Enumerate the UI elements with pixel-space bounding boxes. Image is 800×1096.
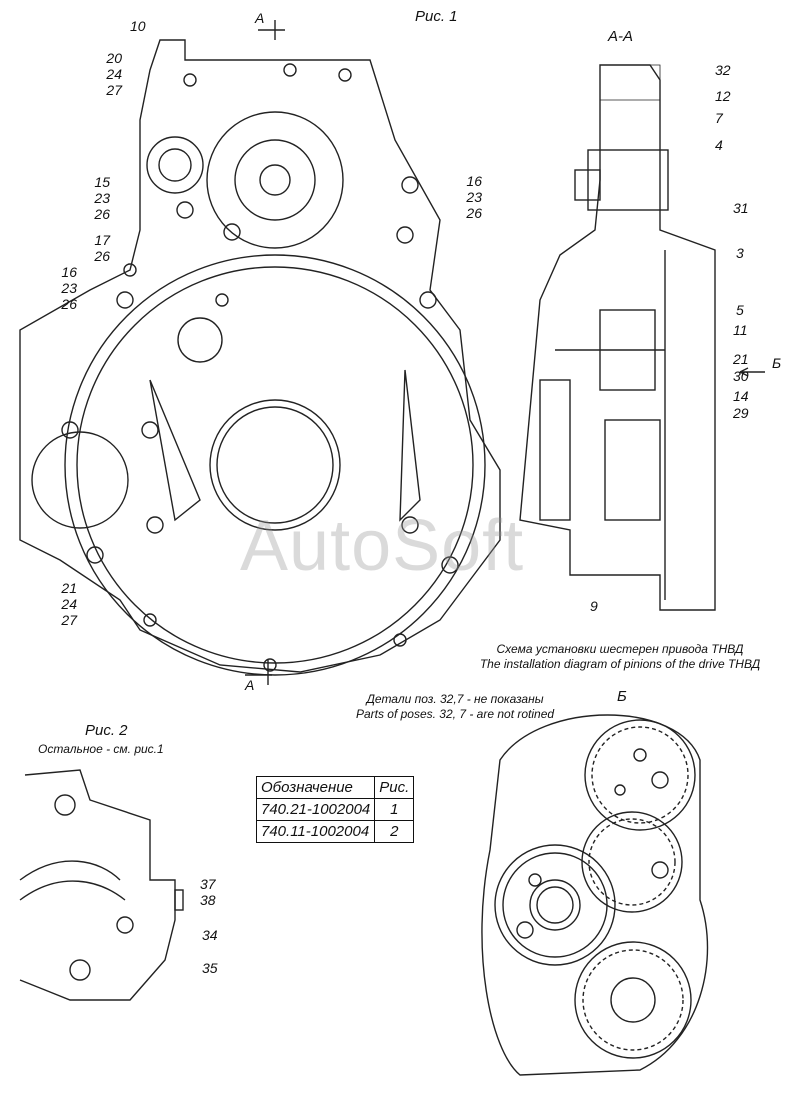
callout-32: 32 xyxy=(715,62,731,78)
callout-27: 27 xyxy=(61,612,77,628)
figure1-title: Рис. 1 xyxy=(415,8,458,25)
spec-table: Обозначение Рис. 740.21-1002004 1 740.11… xyxy=(255,776,415,843)
flywheel-housing-drawing xyxy=(19,20,501,685)
callout-17: 17 xyxy=(94,232,110,248)
designation-cell: 740.21-1002004 xyxy=(255,798,376,821)
callout-20: 20 xyxy=(106,50,122,66)
view-b-title: Б xyxy=(617,688,627,705)
callout-23: 23 xyxy=(61,280,77,296)
callout-21: 21 xyxy=(733,351,749,367)
section-marker-bottom: А xyxy=(245,677,255,693)
watermark: AutoSoft xyxy=(240,506,525,586)
callout-7: 7 xyxy=(715,110,723,126)
caption-en: The installation diagram of pinions of t… xyxy=(479,657,761,671)
callout-4: 4 xyxy=(715,137,723,153)
figure2-title: Рис. 2 xyxy=(85,722,128,739)
designation-cell: 740.11-1002004 xyxy=(255,820,376,843)
callout-29: 29 xyxy=(733,405,749,421)
callout-5: 5 xyxy=(736,302,744,318)
callout-35: 35 xyxy=(202,960,218,976)
figure-cell: 2 xyxy=(374,820,415,843)
callout-26: 26 xyxy=(94,248,110,264)
section-caption: Схема установки шестерен привода ТНВД Th… xyxy=(450,642,790,672)
header-designation: Обозначение xyxy=(255,776,376,799)
callout-24: 24 xyxy=(61,596,77,612)
callout-20-24-27: 20 24 27 xyxy=(100,50,122,98)
table-row: 740.11-1002004 2 xyxy=(255,820,415,843)
table-row: 740.21-1002004 1 xyxy=(255,798,415,821)
callout-9: 9 xyxy=(590,598,598,614)
callout-3: 3 xyxy=(736,245,744,261)
callout-24: 24 xyxy=(106,66,122,82)
callout-15-23-26: 15 23 26 xyxy=(88,174,110,222)
callout-23: 23 xyxy=(94,190,110,206)
note-en: Parts of poses. 32, 7 - are not rotined xyxy=(355,707,555,721)
callout-11: 11 xyxy=(733,322,748,338)
callout-27: 27 xyxy=(106,82,122,98)
callout-16-23-26-left: 16 23 26 xyxy=(55,264,77,312)
callout-30: 30 xyxy=(733,368,749,384)
callout-26: 26 xyxy=(94,206,110,222)
callout-16-23-26-right: 16 23 26 xyxy=(460,173,482,221)
callout-14: 14 xyxy=(733,388,749,404)
note-ru: Детали поз. 32,7 - не показаны xyxy=(366,692,544,706)
callout-17-26: 17 26 xyxy=(88,232,110,264)
callout-37: 37 xyxy=(200,876,216,892)
callout-34: 34 xyxy=(202,927,218,943)
callout-16: 16 xyxy=(61,264,77,280)
note: Детали поз. 32,7 - не показаны Parts of … xyxy=(340,692,570,722)
callout-21-24-27: 21 24 27 xyxy=(55,580,77,628)
callout-38: 38 xyxy=(200,892,216,908)
header-figure: Рис. xyxy=(374,776,415,799)
section-aa-drawing xyxy=(519,64,765,611)
callout-10: 10 xyxy=(130,18,146,34)
section-marker-top: А xyxy=(255,10,265,26)
callout-26: 26 xyxy=(466,205,482,221)
caption-ru: Схема установки шестерен привода ТНВД xyxy=(496,642,744,656)
figure2-drawing xyxy=(19,769,184,1001)
callout-16: 16 xyxy=(466,173,482,189)
view-b-drawing xyxy=(481,714,709,1076)
figure-cell: 1 xyxy=(374,798,415,821)
callout-23: 23 xyxy=(466,189,482,205)
view-b-arrow-label: Б xyxy=(772,355,782,371)
callout-12: 12 xyxy=(715,88,731,104)
section-aa-title: А-А xyxy=(608,28,634,45)
callout-31: 31 xyxy=(733,200,749,216)
figure2-subtitle: Остальное - см. рис.1 xyxy=(38,742,164,756)
callout-21: 21 xyxy=(61,580,77,596)
table-header-row: Обозначение Рис. xyxy=(255,776,415,799)
callout-15: 15 xyxy=(94,174,110,190)
callout-26: 26 xyxy=(61,296,77,312)
